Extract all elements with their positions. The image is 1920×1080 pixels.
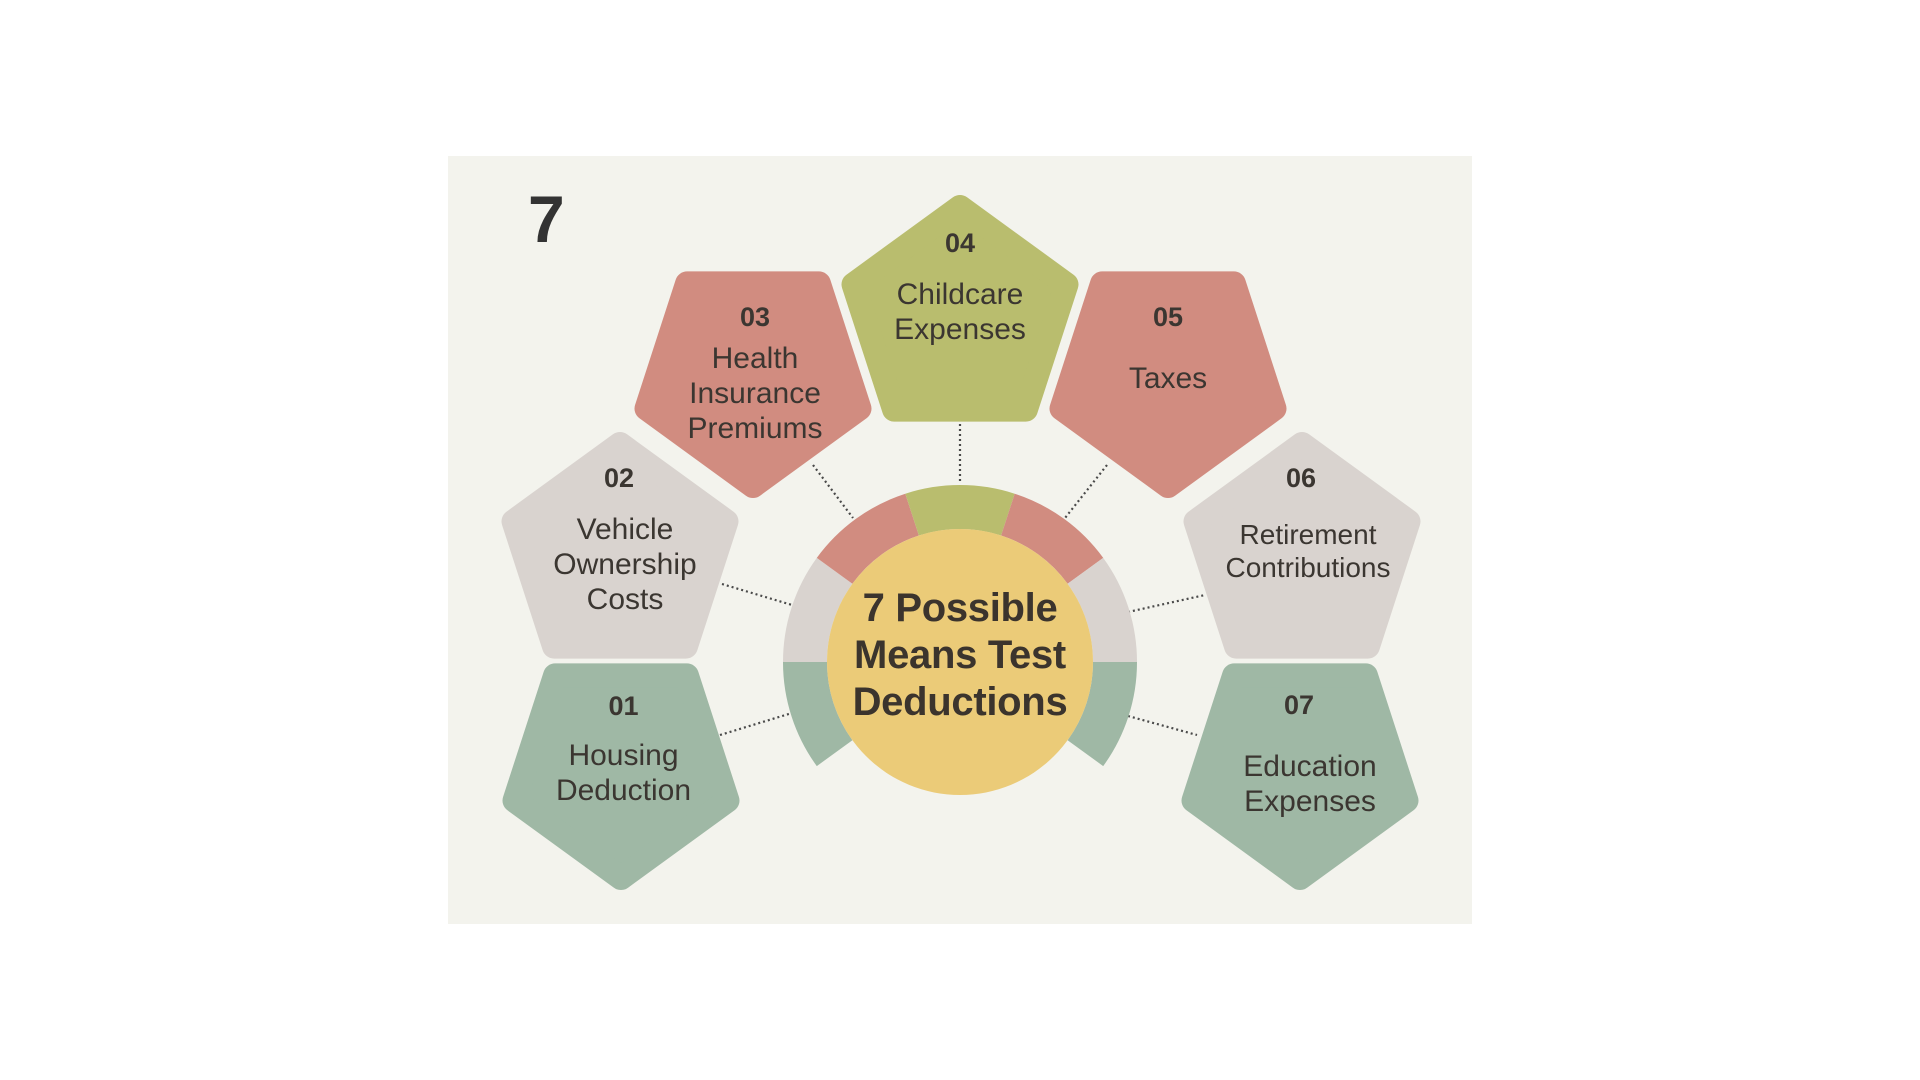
item-05-label: Taxes bbox=[1128, 362, 1208, 395]
item-06-label: Retirement Contributions bbox=[1225, 519, 1391, 583]
item-07-label: Education Expenses bbox=[1243, 750, 1377, 818]
center-circle bbox=[827, 529, 1093, 795]
item-06: 06 Retirement Contributions bbox=[1198, 465, 1418, 584]
connector-01 bbox=[719, 711, 793, 737]
item-04-label: Childcare Expenses bbox=[894, 278, 1026, 346]
connector-lines bbox=[719, 419, 1206, 737]
pentagon-04 bbox=[841, 195, 1079, 422]
pentagon-02 bbox=[501, 432, 739, 659]
item-06-number: 06 bbox=[1285, 463, 1317, 493]
connector-05 bbox=[1064, 464, 1108, 519]
ring-segment-06 bbox=[1067, 557, 1137, 662]
item-03-label: Health Insurance Premiums bbox=[687, 342, 823, 445]
center-title: 7 Possible Means Test Deductions bbox=[852, 586, 1068, 724]
item-04: 04 Childcare Expenses bbox=[865, 230, 1055, 347]
item-04-number: 04 bbox=[944, 228, 976, 258]
item-02: 02 Vehicle Ownership Costs bbox=[530, 465, 720, 617]
item-01-number: 01 bbox=[608, 691, 639, 721]
ring-segment-05 bbox=[1001, 493, 1104, 584]
item-03-number: 03 bbox=[739, 302, 771, 332]
item-05-number: 05 bbox=[1152, 302, 1184, 332]
pentagon-06 bbox=[1183, 432, 1421, 659]
item-07-number: 07 bbox=[1283, 690, 1315, 720]
item-05: 05 Taxes bbox=[1073, 304, 1263, 396]
connector-07 bbox=[1127, 714, 1198, 737]
ring-segment-01 bbox=[783, 662, 853, 767]
pentagon-03 bbox=[634, 271, 872, 498]
ring-segment-03 bbox=[816, 493, 919, 584]
ring-segment-04 bbox=[905, 485, 1015, 536]
ring-segment-07 bbox=[1067, 662, 1137, 767]
item-02-label: Vehicle Ownership Costs bbox=[553, 513, 697, 616]
progress-ring bbox=[783, 485, 1137, 767]
corner-number: 7 bbox=[528, 182, 565, 256]
connector-02 bbox=[721, 582, 793, 607]
item-03: 03 Health Insurance Premiums bbox=[660, 304, 850, 446]
pentagon-07 bbox=[1181, 663, 1419, 890]
item-01: 01 Housing Deduction bbox=[531, 693, 716, 808]
ring-segment-02 bbox=[783, 557, 853, 662]
item-07: 07 Education Expenses bbox=[1210, 692, 1410, 819]
connector-03 bbox=[812, 464, 854, 519]
connector-06 bbox=[1127, 593, 1206, 614]
pentagon-05 bbox=[1049, 271, 1287, 498]
item-01-label: Housing Deduction bbox=[555, 739, 692, 807]
item-02-number: 02 bbox=[603, 463, 635, 493]
pentagon-01 bbox=[502, 663, 740, 890]
